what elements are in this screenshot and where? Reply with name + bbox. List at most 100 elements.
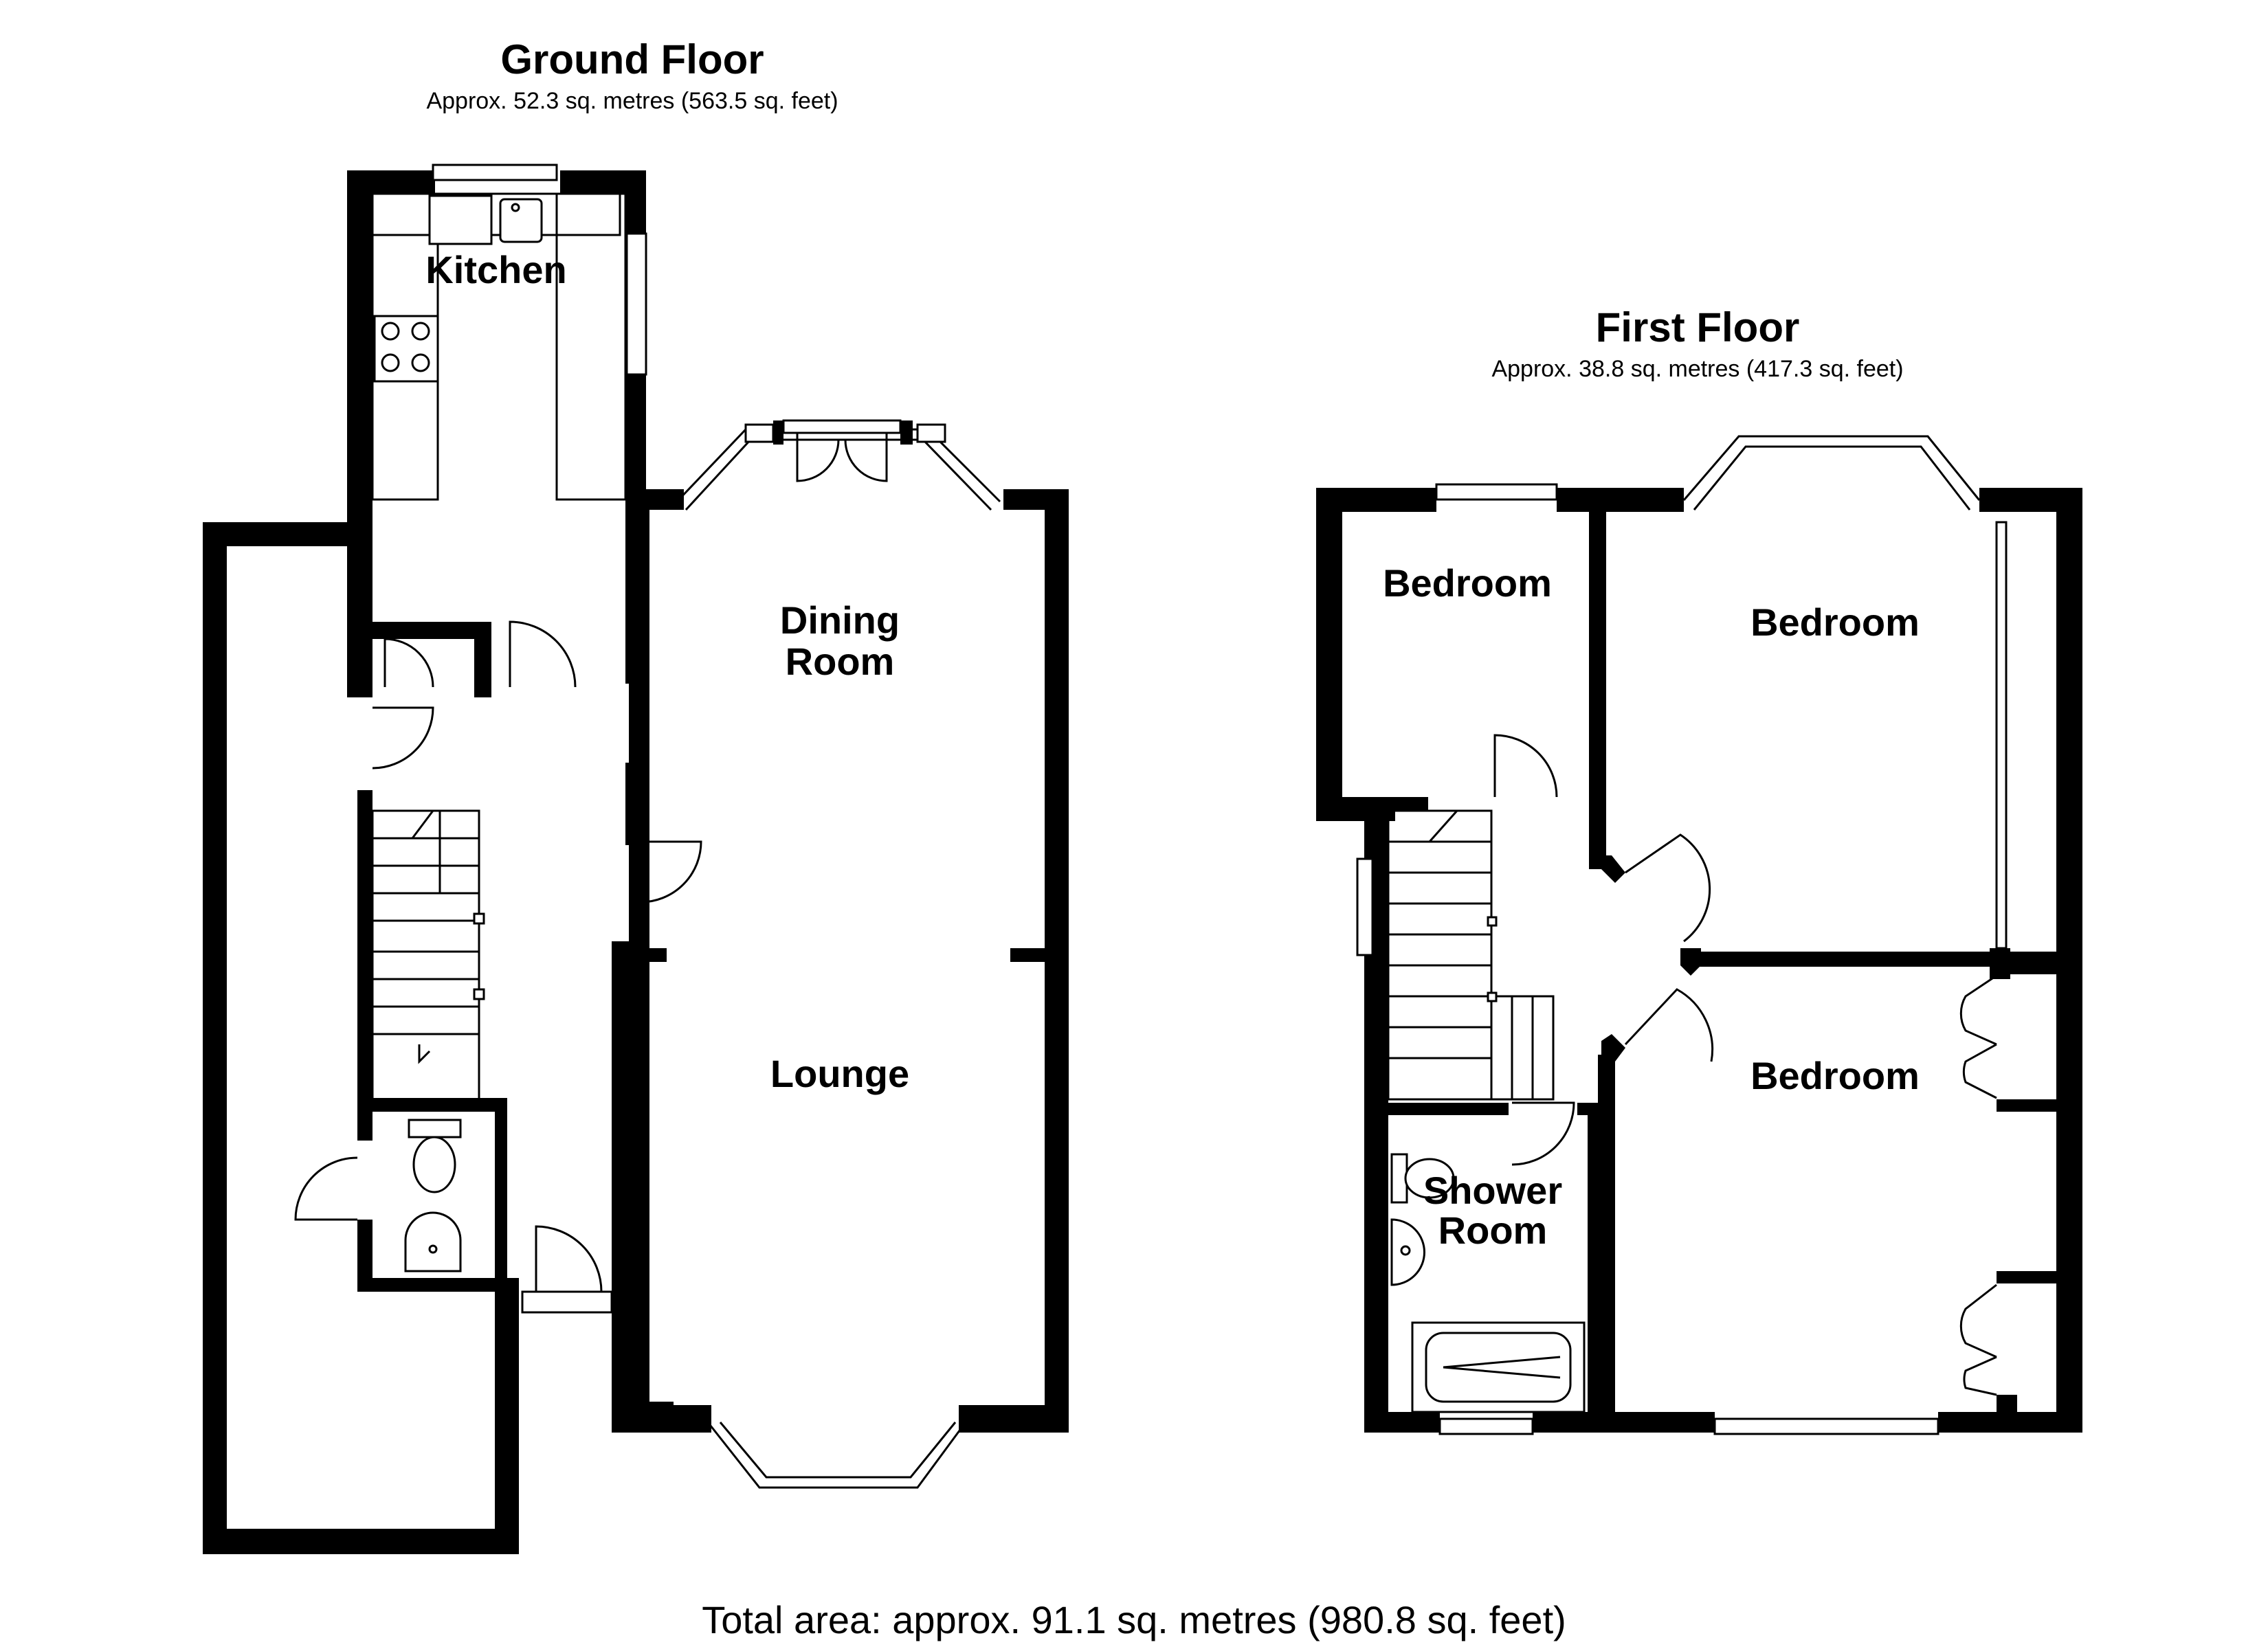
front-door-swing — [535, 1225, 603, 1292]
dining-window-pillar-right — [900, 420, 913, 445]
ff-wall-top-mid — [1557, 488, 1684, 512]
cupboard-door-swing — [383, 638, 434, 688]
lounge-wall-bottom-right — [959, 1405, 1069, 1433]
kitchen-hob — [373, 315, 439, 383]
ff-wardrobe-wall-3 — [1997, 1271, 2082, 1283]
ff-wardrobe-wall-1 — [1997, 962, 2082, 974]
ff-shower-bath-inner — [1425, 1332, 1572, 1403]
ff-landing-wall-bottom — [1601, 1034, 1625, 1062]
kitchen-door-swing — [509, 620, 577, 688]
ff-wardrobe-wall-post — [1990, 948, 2010, 979]
room-label-kitchen: Kitchen — [425, 248, 566, 291]
kitchen-sink-bowl — [499, 198, 543, 243]
room-label-dining-1: Dining — [780, 598, 900, 642]
ff-shower-basin — [1390, 1218, 1425, 1286]
ff-bedroom-top-door-swing — [1625, 833, 1711, 943]
kitchen-sink-drainer — [428, 194, 493, 245]
kitchen-worktop-top — [371, 192, 621, 236]
ff-small-bedroom-window — [1435, 483, 1558, 501]
ff-wall-bottom-left — [1364, 1412, 1440, 1433]
ff-wardrobe-door-1 — [1959, 974, 1997, 1099]
lounge-stub-right — [1010, 948, 1048, 962]
ff-shower-right-wall — [1588, 1103, 1603, 1419]
dining-french-doors — [796, 433, 888, 482]
first-floor-title: First Floor — [1595, 304, 1800, 350]
ff-small-bedroom-right-wall — [1589, 512, 1606, 869]
dining-window-left — [744, 423, 775, 443]
ff-wall-left-upper — [1316, 488, 1342, 821]
front-door-step — [521, 1290, 613, 1314]
ff-wardrobe-door-2 — [1959, 1283, 1997, 1396]
cupboard-wall — [364, 622, 491, 639]
kitchen-wall-left — [347, 170, 373, 500]
ground-floor-title: Ground Floor — [500, 36, 764, 82]
dining-bay-window-inner — [685, 438, 992, 511]
ff-bay-window — [1682, 435, 1981, 501]
hall-door-swing-upper — [372, 706, 434, 770]
lounge-stub-left — [632, 948, 667, 962]
room-label-shower-2: Room — [1438, 1209, 1548, 1252]
ff-small-bedroom-door-swing — [1493, 734, 1558, 798]
first-floor-plan — [1316, 435, 2082, 1435]
room-label-bedroom-top-right: Bedroom — [1750, 601, 1920, 644]
ff-shower-bath-drain — [1443, 1356, 1561, 1379]
lounge-bay-window — [707, 1422, 967, 1489]
kitchen-wall-right-lower — [625, 374, 646, 505]
total-area: Total area: approx. 91.1 sq. metres (980… — [702, 1598, 1566, 1641]
ground-floor-stairs — [371, 809, 485, 1101]
ff-shower-basin-drain — [1400, 1245, 1411, 1256]
ff-shower-wc — [1404, 1158, 1455, 1199]
kitchen-tap — [511, 203, 520, 212]
ff-landing-wall-top — [1594, 855, 1625, 883]
wc-basin — [404, 1211, 462, 1272]
hall-wall-left-lower — [357, 790, 373, 1141]
kitchen-worktop-right — [555, 192, 627, 501]
room-label-bedroom-small: Bedroom — [1383, 561, 1552, 605]
cupboard-wall-right — [474, 622, 491, 697]
lounge-bay-window-inner — [719, 1422, 957, 1479]
wc-basin-drain — [428, 1244, 438, 1254]
wc-wall-top — [357, 1098, 507, 1112]
wc-wall-right — [495, 1098, 507, 1290]
kitchen-window-top — [432, 164, 558, 181]
ff-bay-window-inner — [1693, 445, 1971, 511]
ff-stair-window — [1356, 857, 1374, 956]
room-label-shower-1: Shower — [1423, 1169, 1562, 1212]
ff-shower-top-wall — [1388, 1103, 1509, 1115]
ground-floor-plan — [203, 164, 1069, 1554]
ff-stairs — [1387, 809, 1555, 1101]
kitchen-wall-top-left — [347, 170, 435, 194]
lounge-wall-bottom-left — [629, 1405, 711, 1433]
dining-window-pillar-left — [773, 420, 783, 445]
ff-shower-door-swing — [1511, 1101, 1575, 1166]
kitchen-wall-right-upper — [625, 170, 646, 236]
wc-cistern — [408, 1119, 462, 1138]
ff-small-bedroom-bottom-wall — [1342, 797, 1428, 811]
lounge-wall-right — [1045, 489, 1069, 1431]
ff-bedroom-divider — [1698, 952, 2082, 967]
ff-bedroom-bottom-window — [1713, 1417, 1939, 1435]
room-label-lounge: Lounge — [770, 1052, 909, 1095]
ff-wardrobe-wall-4 — [1997, 1395, 2017, 1433]
dining-french-doors-frame — [782, 419, 902, 434]
ff-bedroom-bottom-door-swing — [1624, 988, 1714, 1062]
hall-wall-left-upper — [347, 498, 373, 697]
ff-wall-top-left — [1316, 488, 1436, 512]
ff-shower-window — [1438, 1417, 1534, 1435]
ff-wardrobe-wall-2 — [1997, 1099, 2082, 1112]
lounge-wall-left — [629, 505, 649, 1433]
ff-bedroom-wardrobe-rail — [1995, 521, 2008, 950]
ground-floor-area: Approx. 52.3 sq. metres (563.5 sq. feet) — [426, 88, 838, 114]
wc-wall-bottom — [357, 1278, 519, 1292]
room-label-bedroom-bottom-right: Bedroom — [1750, 1054, 1920, 1097]
wc-toilet — [412, 1136, 456, 1193]
dining-window-right — [916, 423, 946, 443]
dining-wall-top-left — [629, 489, 684, 510]
wc-wall-left — [357, 1220, 373, 1292]
first-floor-area: Approx. 38.8 sq. metres (417.3 sq. feet) — [1491, 356, 1904, 382]
lounge-door-swing — [640, 840, 702, 904]
room-label-dining-2: Room — [786, 640, 895, 683]
kitchen-window-right — [625, 232, 647, 376]
ff-shower-bath — [1411, 1321, 1586, 1413]
